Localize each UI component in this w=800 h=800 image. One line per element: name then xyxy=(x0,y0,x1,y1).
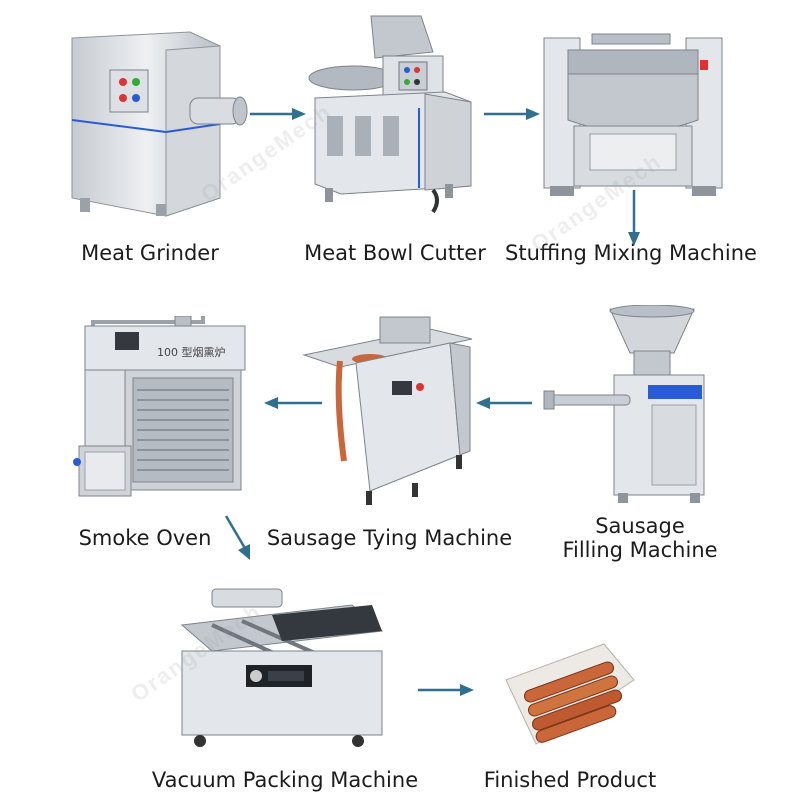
label-smoke-oven: Smoke Oven xyxy=(78,526,212,550)
meat-bowl-cutter-image xyxy=(305,12,485,222)
arrow-left-icon xyxy=(476,397,532,409)
label-sausage-filling-line2: Filling Machine xyxy=(562,538,718,562)
label-sausage-tying-machine: Sausage Tying Machine xyxy=(266,526,513,550)
arrow-down-right-icon xyxy=(224,515,250,560)
stuffing-mixing-machine-image xyxy=(538,30,728,200)
finished-product-image xyxy=(500,640,640,750)
label-sausage-filling-machine: Sausage Filling Machine xyxy=(555,514,725,562)
smoke-oven-panel-text: 100 型烟熏炉 xyxy=(157,345,226,359)
label-finished-product: Finished Product xyxy=(483,768,657,792)
label-stuffing-mixing-machine: Stuffing Mixing Machine xyxy=(505,241,757,265)
label-meat-bowl-cutter: Meat Bowl Cutter xyxy=(304,241,486,265)
label-meat-grinder: Meat Grinder xyxy=(81,241,219,265)
label-vacuum-packing-machine: Vacuum Packing Machine xyxy=(151,768,419,792)
sausage-filling-machine-image xyxy=(540,304,715,505)
smoke-oven-image: 100 型烟熏炉 xyxy=(65,315,250,506)
arrow-right-icon xyxy=(484,108,540,120)
sausage-tying-machine-image xyxy=(300,315,485,510)
arrow-right-icon xyxy=(418,684,474,696)
meat-grinder-image xyxy=(60,28,250,218)
arrow-left-icon xyxy=(264,397,322,409)
arrow-down-icon xyxy=(628,190,640,246)
arrow-right-icon xyxy=(250,108,306,120)
label-sausage-filling-line1: Sausage xyxy=(595,514,685,538)
vacuum-packing-machine-image xyxy=(172,585,397,750)
